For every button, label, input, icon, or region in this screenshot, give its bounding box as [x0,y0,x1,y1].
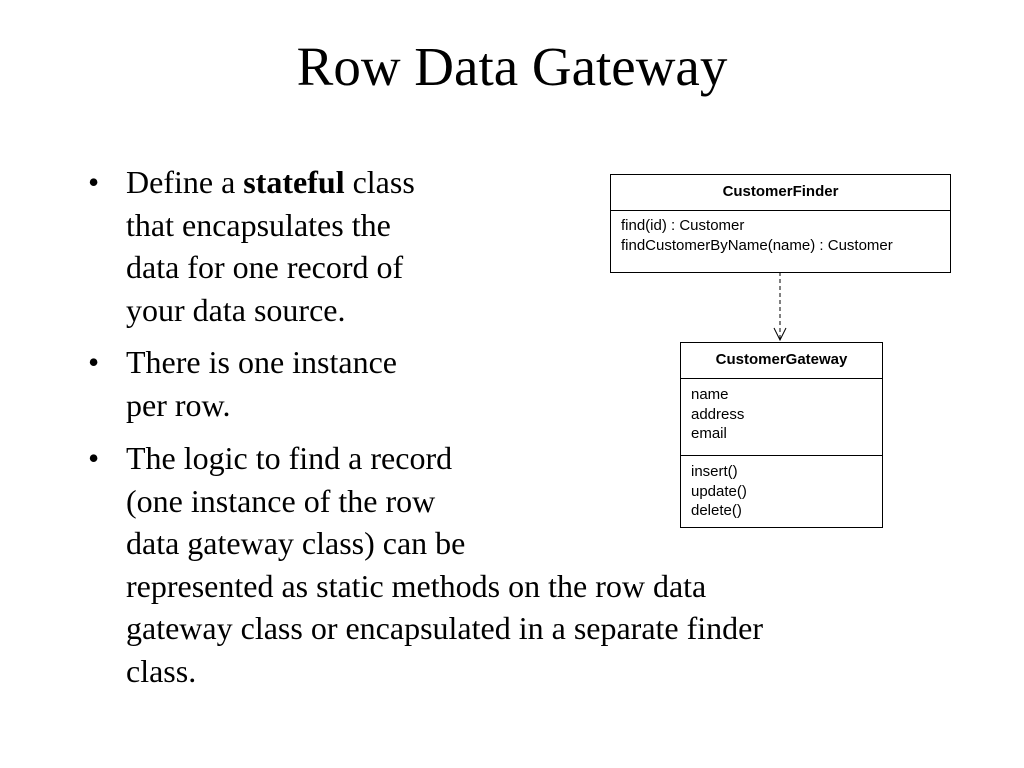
bullet-line: data gateway class) can be [126,525,466,561]
customer-finder-class: CustomerFinder find(id) : Customer findC… [610,174,951,273]
class-name: CustomerGateway [681,343,882,379]
bullet-line: that encapsulates the [126,206,391,243]
bullet-line: per row. [126,386,231,423]
customer-gateway-class: CustomerGateway name address email inser… [680,342,883,528]
bullet-bold-text: stateful [243,164,345,200]
attribute: address [691,405,745,423]
bullet-line: Define a stateful class [126,161,415,204]
operation: findCustomerByName(name) : Customer [621,236,893,254]
bullet-line: The logic to find a record [126,440,453,476]
operation: insert() [691,463,738,480]
bullet-line: class. [126,652,197,689]
bullet-line: data for one record of [126,249,404,285]
bullet-text: class [344,164,415,200]
bullet-line: (one instance of the row [126,482,436,519]
bullet-text: Define a [126,164,244,200]
class-name: CustomerFinder [611,175,950,211]
bullet-line: There is one instance [126,344,397,380]
operations-compartment: find(id) : Customer findCustomerByName(n… [611,211,950,255]
attributes-compartment: name address email [681,379,882,455]
operations-compartment: insert() update() delete() [681,455,882,521]
attribute: email [691,425,727,442]
attribute: name [691,386,729,403]
bullet-line: represented as static methods on the row… [126,567,707,604]
operation: update() [691,482,747,500]
bullet-dot: • [88,344,100,380]
bullet-dot: • [88,440,100,476]
bullet-line: your data source. [126,291,346,328]
slide-title: Row Data Gateway [296,36,728,97]
operation: find(id) : Customer [621,217,745,234]
bullet-dot: • [88,164,100,200]
bullet-line: gateway class or encapsulated in a separ… [126,610,764,646]
operation: delete() [691,502,742,519]
